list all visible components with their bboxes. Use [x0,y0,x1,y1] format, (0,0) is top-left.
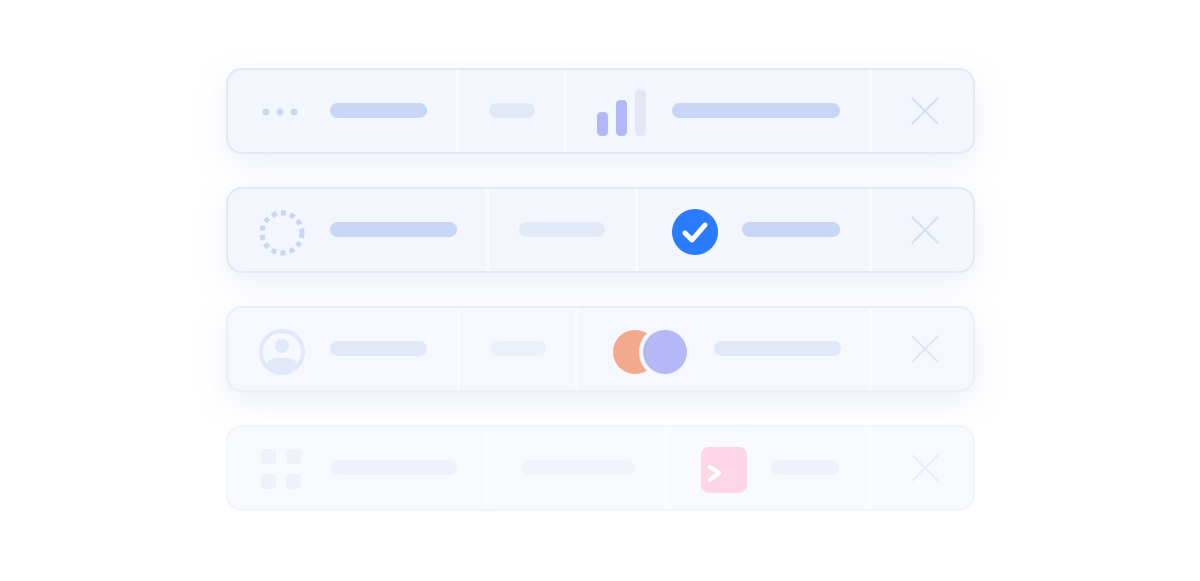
row-cell-main [228,427,489,509]
row-cell-status [638,189,872,271]
close-icon[interactable] [910,96,940,126]
row-cell-main [228,308,460,390]
row-cell-close [872,189,973,271]
overlapping-circles-icon [613,328,689,376]
row-cell-meta [489,189,638,271]
status-placeholder [742,222,840,237]
list-row-3[interactable] [226,306,975,392]
list-row-4[interactable] [226,425,975,511]
close-icon[interactable] [910,334,940,364]
title-placeholder [330,103,427,118]
row-cell-meta [459,70,567,152]
check-circle-icon [672,209,718,255]
row-cell-main [228,189,489,271]
title-placeholder [330,222,457,237]
meta-placeholder [490,341,546,356]
title-placeholder [330,460,457,475]
meta-placeholder [521,460,635,475]
title-placeholder [330,341,427,356]
row-cell-close [872,427,973,509]
row-cell-status [667,427,872,509]
user-avatar-icon [259,329,305,375]
meta-placeholder [519,222,605,237]
row-cell-meta [460,308,578,390]
meta-placeholder [489,103,535,118]
grid-icon [261,449,301,489]
signal-bars-icon [597,90,646,136]
status-placeholder [771,460,839,475]
close-icon[interactable] [910,215,940,245]
loading-spinner-icon [259,210,305,256]
row-cell-close [872,70,973,152]
row-cell-status [567,70,872,152]
close-icon[interactable] [910,453,940,483]
status-placeholder [714,341,841,356]
row-cell-meta [489,427,667,509]
status-placeholder [672,103,840,118]
list-row-2[interactable] [226,187,975,273]
row-cell-status [578,308,872,390]
list-row-1[interactable] [226,68,975,154]
more-dots-icon[interactable] [262,108,302,116]
row-cell-close [872,308,973,390]
row-cell-main [228,70,459,152]
terminal-icon [701,447,747,493]
